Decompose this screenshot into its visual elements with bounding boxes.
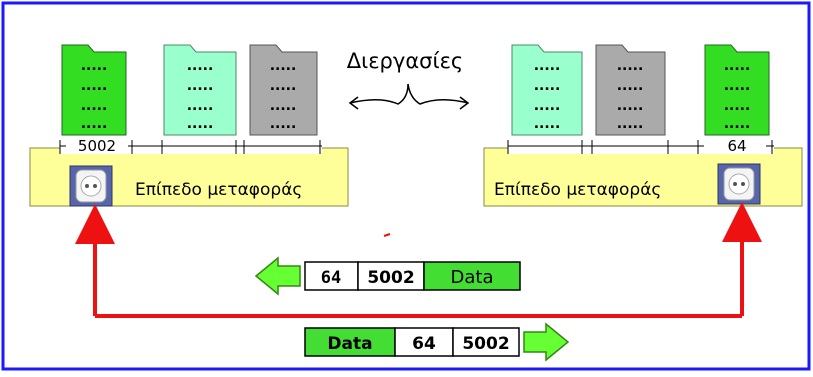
process-document-gray-left: ..... ..... ..... ..... bbox=[249, 44, 318, 136]
svg-text:.....: ..... bbox=[270, 58, 297, 74]
process-document-green-left: ..... ..... ..... ..... bbox=[61, 44, 127, 136]
svg-text:.....: ..... bbox=[534, 98, 561, 114]
svg-text:.....: ..... bbox=[724, 78, 751, 94]
svg-text:.....: ..... bbox=[270, 116, 297, 132]
left-host: ..... ..... ..... ..... ..... ..... ....… bbox=[29, 44, 349, 207]
svg-text:.....: ..... bbox=[617, 78, 644, 94]
packet-incoming-src-port: 5002 bbox=[367, 268, 414, 288]
svg-text:.....: ..... bbox=[187, 98, 214, 114]
svg-text:.....: ..... bbox=[81, 98, 108, 114]
packet-outgoing-dst-port: 64 bbox=[412, 334, 436, 354]
transport-layer-label-left: Επίπεδο μεταφοράς bbox=[135, 180, 302, 200]
network-link bbox=[75, 202, 762, 318]
svg-text:.....: ..... bbox=[617, 58, 644, 74]
process-document-green-right: ..... ..... ..... ..... bbox=[704, 44, 770, 136]
svg-text:.....: ..... bbox=[617, 116, 644, 132]
socket-icon-right bbox=[717, 163, 761, 205]
arrow-left-icon bbox=[254, 256, 301, 296]
packet-outgoing-payload: Data bbox=[327, 334, 372, 354]
processes-title: Διεργασίες bbox=[347, 49, 464, 73]
process-document-mint-right: ..... ..... ..... ..... bbox=[511, 44, 583, 136]
svg-text:.....: ..... bbox=[724, 116, 751, 132]
arrow-right-icon bbox=[523, 322, 570, 362]
right-host: ..... ..... ..... ..... ..... ..... ....… bbox=[483, 44, 803, 207]
packet-incoming-dst-port: 64 bbox=[321, 268, 341, 288]
svg-text:.....: ..... bbox=[724, 98, 751, 114]
processes-bidirectional-arrow bbox=[349, 83, 469, 105]
svg-text:.....: ..... bbox=[81, 116, 108, 132]
svg-text:.....: ..... bbox=[534, 78, 561, 94]
packet-incoming-payload: Data bbox=[451, 267, 494, 288]
svg-text:.....: ..... bbox=[534, 58, 561, 74]
svg-text:.....: ..... bbox=[534, 116, 561, 132]
packet-outgoing: Data 64 5002 bbox=[304, 322, 570, 362]
packet-incoming: 64 5002 Data bbox=[254, 256, 521, 296]
port-label-left: 5002 bbox=[78, 137, 116, 155]
svg-text:.....: ..... bbox=[187, 78, 214, 94]
svg-text:.....: ..... bbox=[187, 58, 214, 74]
svg-text:.....: ..... bbox=[724, 58, 751, 74]
svg-text:.....: ..... bbox=[187, 116, 214, 132]
svg-text:.....: ..... bbox=[617, 98, 644, 114]
svg-text:.....: ..... bbox=[81, 58, 108, 74]
port-label-right: 64 bbox=[727, 137, 746, 155]
transport-layer-label-right: Επίπεδο μεταφοράς bbox=[494, 180, 661, 200]
process-document-gray-right: ..... ..... ..... ..... bbox=[595, 44, 666, 136]
svg-text:.....: ..... bbox=[270, 78, 297, 94]
socket-icon-left bbox=[69, 165, 113, 207]
svg-text:.....: ..... bbox=[81, 78, 108, 94]
stray-mark bbox=[383, 233, 391, 237]
svg-text:.....: ..... bbox=[270, 98, 297, 114]
process-document-mint-left: ..... ..... ..... ..... bbox=[163, 44, 237, 136]
packet-outgoing-src-port: 5002 bbox=[462, 334, 509, 354]
